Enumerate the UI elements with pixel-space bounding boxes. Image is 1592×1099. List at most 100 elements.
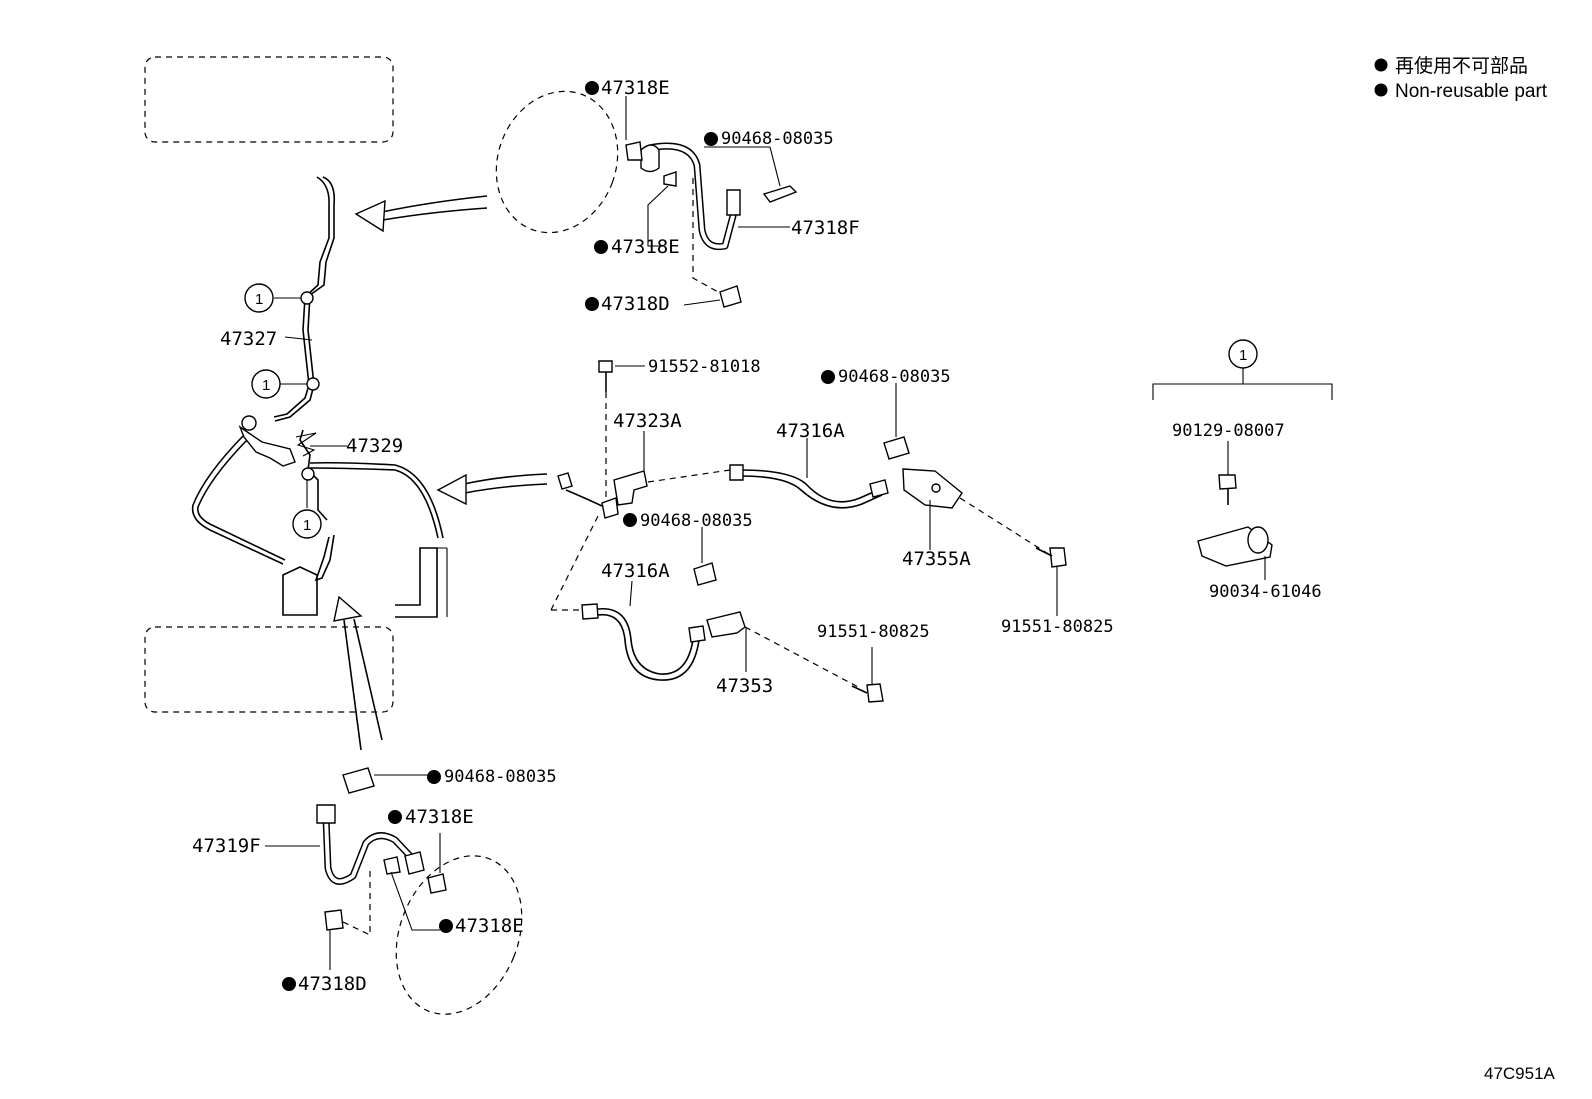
axle-bracket-left (282, 566, 318, 616)
wire-stub (565, 489, 603, 507)
brake-tube-47327-b (273, 176, 330, 418)
callout-91552-81018: 91552-81018 (648, 357, 761, 377)
non-reusable-bullet-icon (388, 810, 402, 824)
callout-47318D: 47318D (298, 973, 367, 995)
leader (647, 185, 669, 247)
cable-47316A-right (740, 469, 881, 503)
rear-caliper-outline (395, 855, 523, 1015)
flexible-hose-47318F (645, 142, 737, 251)
arrow-to-center-icon (463, 473, 548, 485)
bleeder-47318D-bottom (324, 909, 344, 931)
clip-90468-right (883, 436, 910, 460)
leader (284, 336, 313, 341)
front-tire-outline (144, 56, 394, 143)
front-hose-assembly (495, 90, 798, 308)
gasket-47318E-top (663, 171, 677, 187)
callout-47318E: 47318E (405, 806, 474, 828)
cable-fitting (729, 464, 744, 481)
bracket-47353 (706, 611, 746, 638)
group-point (301, 467, 315, 481)
callout-47319F: 47319F (192, 835, 261, 857)
group-marker-1 (292, 509, 322, 539)
arrow-to-front-icon (381, 195, 488, 213)
callout-47316A: 47316A (776, 420, 845, 442)
leader (629, 580, 633, 607)
rear-cable-right (309, 467, 439, 539)
cable-fitting (688, 625, 706, 643)
legend-english: Non-reusable part (1395, 81, 1548, 102)
cable-fitting (869, 479, 889, 498)
center-cable-assembly (550, 360, 1067, 703)
group-marker-1-label: 1 (1239, 347, 1247, 364)
callout-91551-80825: 91551-80825 (817, 622, 930, 642)
tube-to-rear (314, 534, 335, 582)
arrow-head-icon (354, 199, 386, 233)
group-marker-1-label: 1 (262, 377, 270, 394)
dashed-guide (647, 469, 731, 483)
leader (683, 299, 721, 306)
flexible-hose-47318F-inner (647, 144, 735, 249)
non-reusable-bullet-icon (427, 770, 441, 784)
cable-fitting (581, 603, 599, 620)
bolt-91551-80825-right (1049, 547, 1067, 568)
leader (769, 146, 781, 187)
central-brake-tubes (191, 176, 444, 582)
hose-end-fitting (316, 804, 336, 824)
part-callouts: 47318E 90468-08035 47318F 47318E 47318D … (192, 77, 1322, 995)
group-point (300, 291, 314, 305)
bracket-hole (931, 483, 941, 493)
non-reusable-bullet-icon (1374, 83, 1388, 97)
callout-47355A: 47355A (902, 548, 971, 570)
callout-47318D: 47318D (601, 293, 670, 315)
gasket-47318E-bottom2 (383, 856, 401, 875)
rear-hose-assembly (265, 767, 523, 1015)
callout-90468-08035: 90468-08035 (721, 129, 834, 149)
brake-tube-47327 (274, 176, 336, 422)
non-reusable-bullet-icon (704, 132, 718, 146)
arrow-to-rear-icon (343, 619, 362, 751)
clamp-loop (1247, 526, 1269, 554)
tube-47329-coil (295, 432, 317, 457)
connector (557, 472, 573, 490)
group-marker-1-label: 1 (303, 517, 311, 534)
hose-fitting (404, 851, 425, 875)
gasket-47318E-bottom1 (427, 873, 447, 894)
callout-90129-08007: 90129-08007 (1172, 421, 1285, 441)
arrow-head-icon (436, 473, 467, 506)
cable-47316A-left-b (597, 613, 700, 681)
arrow-to-center-icon (464, 483, 548, 494)
non-reusable-bullet-icon (439, 919, 453, 933)
front-caliper-outline (495, 90, 619, 234)
cable-47316A-right-b (740, 475, 883, 509)
view-arrows (333, 195, 548, 751)
arrow-to-rear-icon (353, 618, 383, 741)
callout-47318E: 47318E (455, 915, 524, 937)
non-reusable-bullet-icon (594, 240, 608, 254)
group-1-detail (1152, 368, 1333, 580)
clip-90468-center (693, 562, 717, 586)
arrow-to-front-icon (382, 207, 488, 221)
rear-cable-left (191, 435, 284, 565)
group-marker-1 (244, 283, 274, 313)
bolt-91551-80825-center (866, 683, 884, 703)
group-bracket-line (1152, 383, 1333, 400)
callout-47318F: 47318F (791, 217, 860, 239)
callout-90034-61046: 90034-61046 (1209, 582, 1322, 602)
legend: 再使用不可部品 Non-reusable part (1374, 55, 1548, 102)
callout-90468-08035: 90468-08035 (640, 511, 753, 531)
callout-47327: 47327 (220, 328, 277, 350)
rear-tire-outline (144, 626, 394, 713)
legend-japanese: 再使用不可部品 (1395, 55, 1528, 77)
bracket-47323A (613, 470, 648, 506)
dashed-guide (550, 513, 600, 611)
non-reusable-bullet-icon (282, 977, 296, 991)
non-reusable-bullet-icon (623, 513, 637, 527)
callout-47318E: 47318E (611, 236, 680, 258)
group-markers: 1 1 1 1 (244, 283, 1258, 539)
callout-47316A: 47316A (601, 560, 670, 582)
callout-47353: 47353 (716, 675, 773, 697)
bolt-shank (851, 685, 868, 694)
flexible-hose-47319F-inner (324, 816, 414, 884)
non-reusable-bullet-icon (821, 370, 835, 384)
